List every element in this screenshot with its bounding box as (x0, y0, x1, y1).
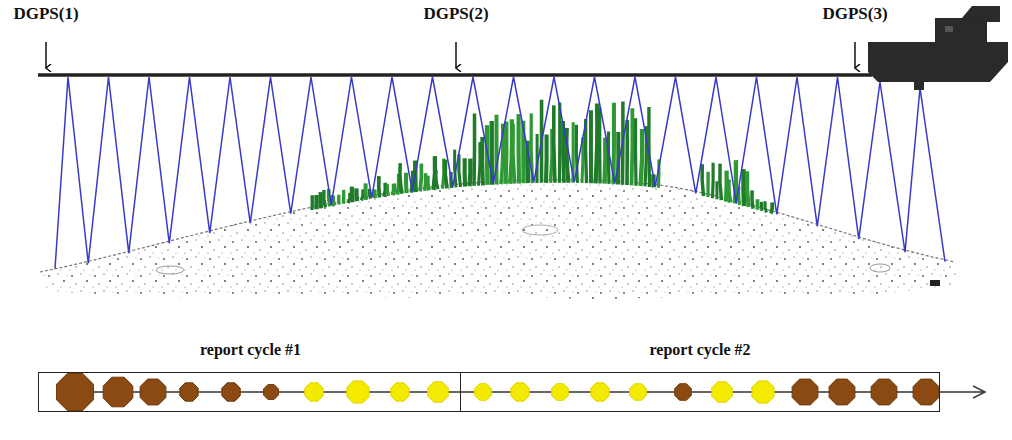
seabed (40, 180, 960, 299)
report-cycle-box: report cycle #1 (38, 372, 461, 412)
vegetation (312, 100, 772, 214)
survey-track (38, 73, 872, 77)
report-cycle-box: report cycle #2 (460, 372, 940, 412)
fix-arrow (854, 42, 856, 68)
report-timeline (57, 374, 986, 411)
seabed-texture (156, 225, 940, 286)
gps-fix-label: DGPS(3) (822, 4, 887, 24)
sonar-beams (55, 77, 945, 269)
fix-arrow (455, 42, 457, 68)
cycle-heading: report cycle #1 (200, 341, 301, 359)
gps-fix-label: DGPS(1) (13, 4, 78, 24)
survey-boat (868, 6, 1008, 90)
cycle-heading: report cycle #2 (650, 341, 751, 359)
fix-arrow (45, 42, 47, 68)
gps-fix-label: DGPS(2) (423, 4, 488, 24)
